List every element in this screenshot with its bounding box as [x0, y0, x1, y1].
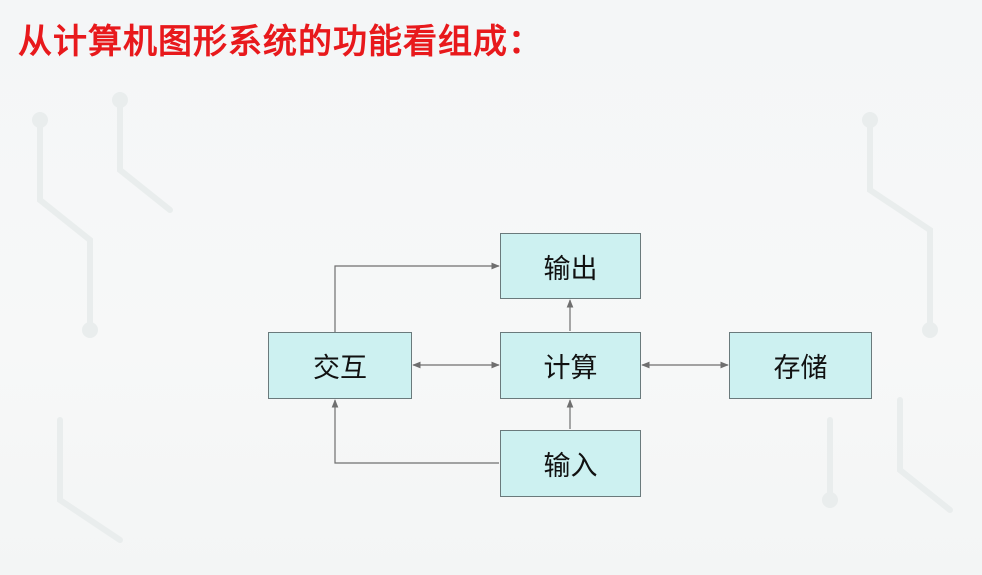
node-interact: 交互	[268, 332, 412, 399]
node-storage: 存储	[729, 332, 872, 399]
node-storage-label: 存储	[773, 353, 828, 384]
node-input: 输入	[500, 430, 641, 497]
node-output-label: 输出	[543, 253, 598, 285]
edge-interact-to-output	[334, 262, 500, 332]
node-interact-label: 交互	[313, 353, 367, 384]
edge-input-to-interact	[331, 399, 499, 464]
node-compute: 计算	[500, 332, 641, 399]
slide-title: 从计算机图形系统的功能看组成：	[18, 22, 543, 62]
node-output: 输出	[500, 233, 641, 299]
node-compute-label: 计算	[543, 353, 598, 384]
node-input-label: 输入	[543, 451, 598, 482]
